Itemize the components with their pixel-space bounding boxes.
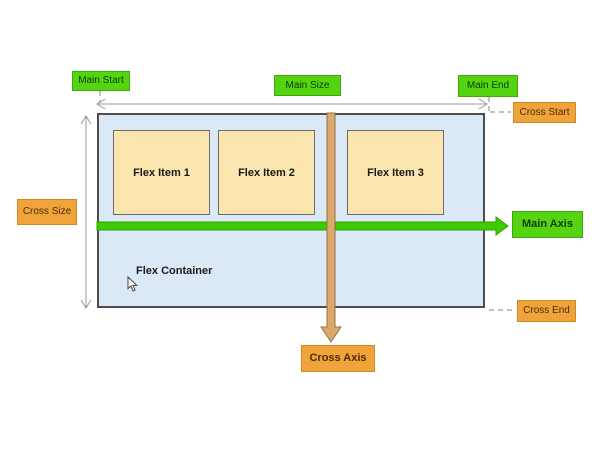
- main-size-measure-line: [96, 98, 488, 110]
- cross-size-measure-line: [80, 115, 92, 309]
- flex-container: Flex Item 1 Flex Item 2 Flex Item 3 Flex…: [97, 113, 485, 308]
- flex-container-label: Flex Container: [136, 265, 213, 277]
- label-main-end: Main End: [458, 75, 518, 97]
- main-axis-arrow: [96, 216, 509, 236]
- dashed-connectors: [99, 91, 515, 311]
- label-main-size: Main Size: [274, 75, 341, 96]
- label-main-axis: Main Axis: [512, 211, 583, 238]
- cross-axis-arrow: [320, 112, 342, 343]
- label-cross-axis: Cross Axis: [301, 345, 375, 372]
- flex-item-2: Flex Item 2: [218, 130, 315, 215]
- mouse-cursor-icon: [127, 275, 139, 298]
- label-cross-start: Cross Start: [513, 102, 576, 123]
- flex-item-1: Flex Item 1: [113, 130, 210, 215]
- label-cross-end: Cross End: [517, 300, 576, 322]
- label-cross-size: Cross Size: [17, 199, 77, 225]
- label-main-start: Main Start: [72, 71, 130, 91]
- flex-item-3: Flex Item 3: [347, 130, 444, 215]
